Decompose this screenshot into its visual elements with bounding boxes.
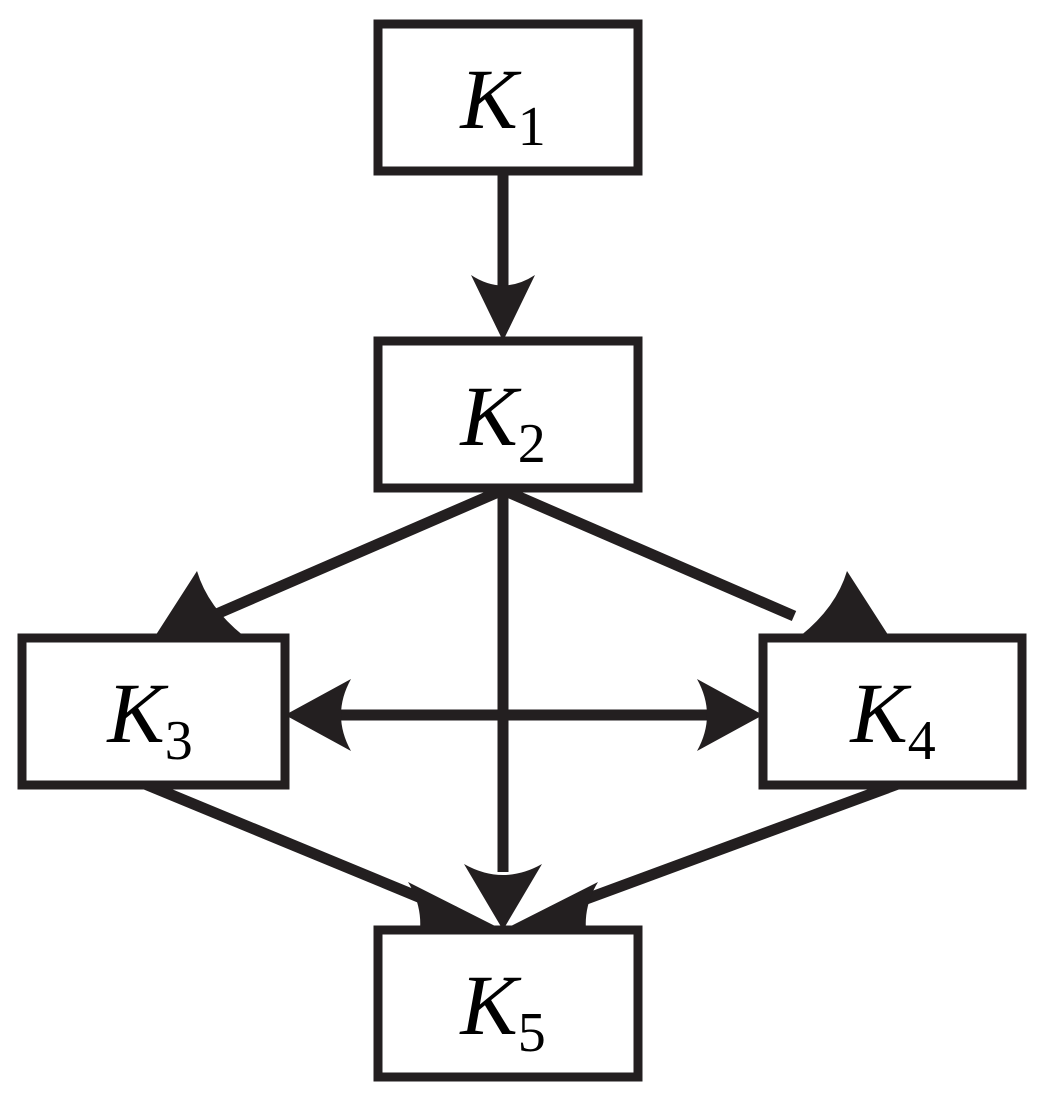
node-k2-box[interactable] [373,336,643,493]
node-k5-label: K5 [458,957,545,1064]
edge-k1-k2-arrowhead [471,275,535,341]
node-k2-subscript: 2 [518,413,546,475]
node-k4[interactable]: K4 [758,633,1027,790]
node-k3[interactable]: K3 [17,633,290,790]
node-k4-base: K [848,665,912,761]
node-k1-label: K1 [458,51,545,158]
node-k5-base: K [458,957,522,1053]
edge-k2-k4-line [500,484,797,622]
node-k3-base: K [105,665,169,761]
node-k5-box[interactable] [373,925,643,1082]
node-k3-label: K3 [105,665,192,772]
node-k5[interactable]: K5 [373,925,643,1082]
node-k2-label: K2 [458,368,545,475]
node-k4-label: K4 [848,665,935,772]
node-k5-subscript: 5 [518,1002,546,1064]
node-k1-subscript: 1 [518,96,546,158]
edge-k4-k3-arrowhead [285,679,351,751]
node-k3-box[interactable] [17,633,290,790]
node-k3-subscript: 3 [165,710,193,772]
node-k1-box[interactable] [373,19,643,176]
edge-k3-k5-line [142,778,458,918]
node-k1[interactable]: K1 [373,19,643,176]
node-k2-base: K [458,368,522,464]
node-k4-box[interactable] [758,633,1027,790]
node-k4-subscript: 4 [908,710,936,772]
edge-k2-k3-arrowhead [152,571,245,641]
edge-k2-k5-arrowhead [464,864,542,930]
edge-k3-k4-arrowhead [697,679,763,751]
node-k1-base: K [458,51,522,147]
edge-k3-k5-arrowhead [408,882,503,930]
edge-k2-k3-line [209,484,506,622]
edge-k2-k4-arrowhead [799,571,892,641]
edge-k4-k5-line [549,778,900,918]
node-k2[interactable]: K2 [373,336,643,493]
edge-k4-k5-arrowhead [503,882,598,930]
